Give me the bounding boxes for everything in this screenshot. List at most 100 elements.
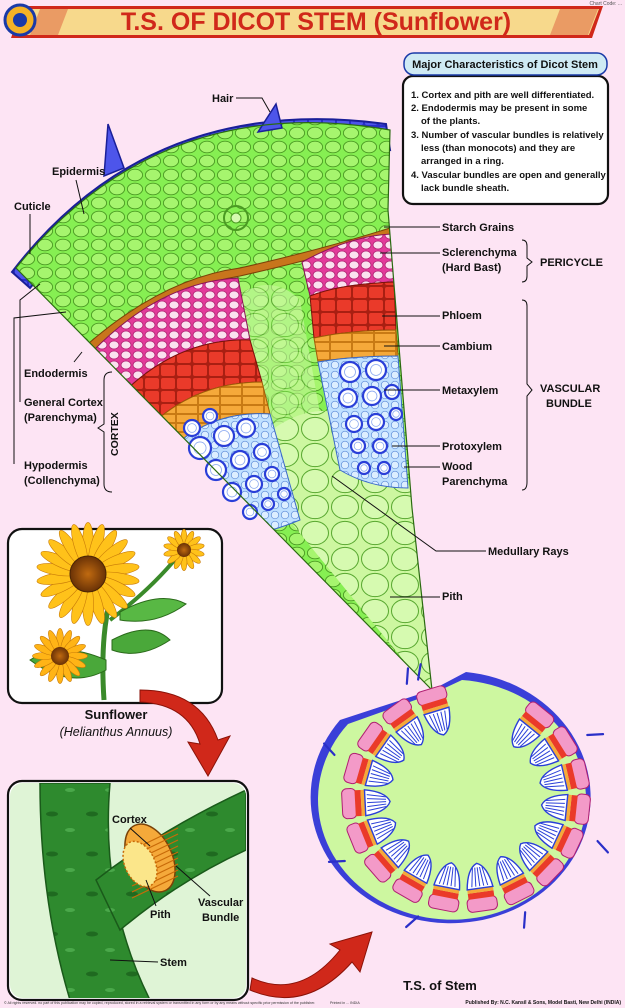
leaf: [111, 629, 171, 654]
header: T.S. OF DICOT STEM (Sunflower) Chart Cod…: [0, 0, 625, 40]
xylem-vessel: [201, 407, 219, 425]
xylem-vessel: [182, 418, 202, 438]
side-flower-center: [51, 647, 69, 665]
sunflower-scientific: (Helianthus Annuus): [60, 725, 173, 739]
xylem-vessel: [187, 435, 213, 461]
label-hypodermis-2: (Collenchyma): [24, 475, 100, 487]
xylem-vessel: [221, 481, 243, 503]
ts-vascular-bundle: [534, 821, 584, 859]
ts-hair: [586, 733, 605, 737]
ts-vascular-bundle: [341, 788, 391, 820]
stem-detail-vascular-1: Vascular: [198, 897, 244, 909]
label-metaxylem: Metaxylem: [442, 385, 498, 397]
medullary-ray-region: [230, 285, 330, 500]
label-hair: Hair: [212, 93, 234, 105]
xylem-vessel: [244, 474, 264, 494]
label-cambium: Cambium: [442, 341, 492, 353]
arrow-to-ts-stem: [249, 931, 373, 999]
label-protoxylem: Protoxylem: [442, 441, 502, 453]
label-general-cortex-1: General Cortex: [24, 397, 104, 409]
xylem-vessels: [182, 358, 404, 521]
ts-vascular-bundle: [346, 817, 397, 854]
characteristic-line: 3. Number of vascular bundles is relativ…: [411, 130, 604, 141]
diagram-labels: Hair Epidermis Cuticle Endodermis Genera…: [13, 93, 603, 603]
flower-center: [69, 555, 107, 593]
xylem-vessel: [376, 460, 392, 476]
characteristic-line: of the plants.: [421, 116, 480, 127]
ts-vascular-bundles: [341, 685, 591, 913]
characteristic-line: lack bundle sheath.: [421, 183, 509, 194]
footer-rights: © All rights reserved. no part of this p…: [4, 1001, 315, 1005]
label-pith: Pith: [442, 591, 463, 603]
xylem-vessel: [337, 387, 359, 409]
xylem-vessel: [383, 383, 401, 401]
xylem-vessel: [388, 406, 404, 422]
label-cortex: CORTEX: [109, 412, 121, 456]
xylem-vessel: [361, 385, 383, 407]
ts-vascular-bundle: [519, 841, 565, 887]
arrow-to-stem-detail: [139, 689, 232, 778]
xylem-vessel: [371, 437, 389, 455]
ts-vascular-bundle: [357, 721, 405, 764]
label-wood-1: Wood: [442, 461, 472, 473]
stem-detail-cortex: Cortex: [112, 814, 148, 826]
chart-code: Chart Code: ...: [589, 1, 622, 7]
ts-vascular-bundle: [392, 854, 432, 903]
label-vascular-2: BUNDLE: [546, 398, 592, 410]
label-pericycle: PERICYCLE: [540, 257, 603, 269]
sunflower-panel: Sunflower (Helianthus Annuus): [6, 522, 224, 739]
xylem-vessel: [252, 442, 272, 462]
xylem-vessel: [263, 465, 281, 483]
ts-vascular-bundle: [511, 701, 555, 748]
ts-hair: [327, 859, 346, 863]
ts-vascular-bundle: [540, 793, 591, 825]
stem-detail-stem: Stem: [160, 957, 187, 969]
label-epidermis: Epidermis: [52, 166, 105, 178]
hair: [256, 102, 283, 134]
label-phloem: Phloem: [442, 310, 482, 322]
footer-publisher: Published By: N.C. Kansil & Sons, Model …: [465, 1000, 621, 1006]
stem-detail-vascular-2: Bundle: [202, 912, 239, 924]
xylem-vessel: [229, 449, 251, 471]
side-flower-petals: [32, 628, 88, 684]
flower-bud-center: [177, 543, 191, 557]
ts-vascular-bundle: [466, 862, 498, 913]
ts-hair: [522, 911, 527, 929]
footer: © All rights reserved. no part of this p…: [4, 1000, 621, 1006]
vascular-strand: [131, 875, 179, 899]
label-general-cortex-2: (Parenchyma): [24, 412, 97, 424]
xylem-vessel: [364, 358, 388, 382]
characteristics-heading: Major Characteristics of Dicot Stem: [412, 59, 598, 71]
xylem-vessel: [241, 503, 259, 521]
hair: [103, 123, 125, 178]
ts-stem-diagram: T.S. of Stem: [310, 663, 609, 993]
characteristic-line: arranged in a ring.: [421, 156, 504, 167]
characteristic-line: less (than monocots) and they are: [421, 143, 575, 154]
leaf: [119, 598, 187, 622]
ts-hair: [596, 839, 609, 854]
characteristic-line: 2. Endodermis may be present in some: [411, 103, 587, 114]
stem-detail-pith: Pith: [150, 909, 171, 921]
label-cuticle: Cuticle: [14, 201, 51, 213]
ts-vascular-bundle: [382, 698, 425, 746]
footer-printed: Printed in ... INDIA: [330, 1001, 360, 1005]
xylem-vessel: [235, 417, 257, 439]
vascular-strand: [131, 869, 179, 893]
xylem-vessel: [338, 360, 362, 384]
label-sclerenchyma-2: (Hard Bast): [442, 262, 502, 274]
ts-hair: [405, 915, 420, 929]
label-starch-grains: Starch Grains: [442, 222, 514, 234]
xylem-vessel: [349, 437, 367, 455]
xylem-vessel: [260, 496, 276, 512]
ts-vascular-bundle: [539, 758, 590, 792]
label-sclerenchyma-1: Sclerenchyma: [442, 247, 517, 259]
ts-stem-label: T.S. of Stem: [403, 978, 477, 993]
ts-vascular-bundle: [343, 752, 394, 787]
ts-vascular-bundle: [427, 862, 461, 913]
xylem-vessel: [366, 412, 386, 432]
ts-hair: [417, 663, 422, 681]
resin-duct: [223, 205, 249, 231]
ts-vascular-bundle: [364, 839, 411, 883]
ts-vascular-bundle: [496, 856, 535, 906]
ts-vascular-bundle: [416, 685, 451, 736]
